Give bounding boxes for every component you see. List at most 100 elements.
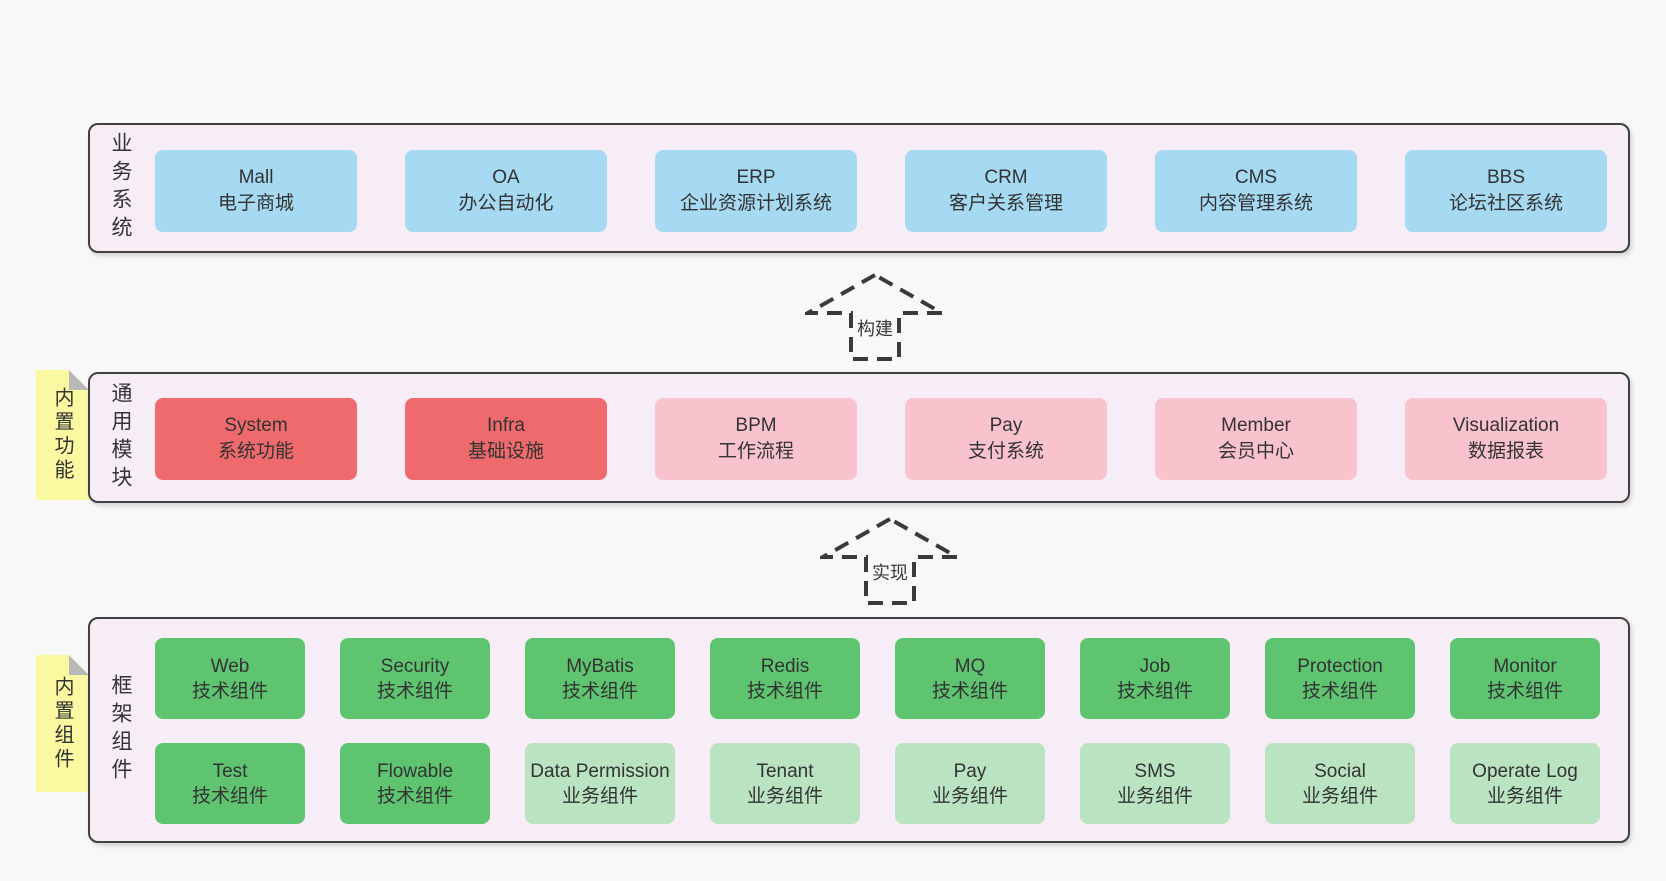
box-subtitle: 技术组件 xyxy=(1486,680,1563,702)
layer-label: 业务系统 xyxy=(109,132,132,244)
box-row: Test 技术组件 Flowable 技术组件 Data Permission … xyxy=(90,743,1628,824)
box-system: System 系统功能 xyxy=(155,398,357,480)
box-title: Web xyxy=(210,655,250,677)
layer-business-systems: 业务系统 Mall 电子商城 OA 办公自动化 ERP 企业资源计划系统 CRM… xyxy=(88,123,1630,253)
layer-label: 通用模块 xyxy=(109,381,132,494)
box-subtitle: 数据报表 xyxy=(1467,441,1544,462)
box-title: Protection xyxy=(1297,655,1383,677)
box-web: Web 技术组件 xyxy=(155,638,305,719)
box-monitor: Monitor 技术组件 xyxy=(1450,638,1600,719)
box-pay-module: Pay 支付系统 xyxy=(905,398,1107,480)
box-title: MyBatis xyxy=(566,655,634,677)
box-title: Test xyxy=(212,760,248,782)
box-title: BBS xyxy=(1486,167,1526,188)
box-subtitle: 技术组件 xyxy=(561,680,638,702)
box-subtitle: 业务组件 xyxy=(1301,785,1378,807)
box-title: Data Permission xyxy=(530,760,670,782)
box-title: SMS xyxy=(1134,760,1176,782)
box-redis: Redis 技术组件 xyxy=(710,638,860,719)
layer-common-modules: 通用模块 System 系统功能 Infra 基础设施 BPM 工作流程 Pay… xyxy=(88,372,1630,503)
box-subtitle: 企业资源计划系统 xyxy=(679,193,832,214)
box-subtitle: 办公自动化 xyxy=(458,193,554,214)
box-subtitle: 技术组件 xyxy=(376,680,453,702)
box-oa: OA 办公自动化 xyxy=(405,150,607,232)
sticky-tab-label: 内置组件 xyxy=(51,675,73,772)
box-title: OA xyxy=(492,167,520,188)
box-erp: ERP 企业资源计划系统 xyxy=(655,150,857,232)
box-title: Operate Log xyxy=(1472,760,1578,782)
box-operate-log: Operate Log 业务组件 xyxy=(1450,743,1600,824)
box-member: Member 会员中心 xyxy=(1155,398,1357,480)
box-title: Redis xyxy=(760,655,810,677)
box-row: Web 技术组件 Security 技术组件 MyBatis 技术组件 Redi… xyxy=(90,638,1628,719)
box-subtitle: 会员中心 xyxy=(1217,441,1294,462)
box-title: Infra xyxy=(486,415,526,436)
box-protection: Protection 技术组件 xyxy=(1265,638,1415,719)
box-bbs: BBS 论坛社区系统 xyxy=(1405,150,1607,232)
box-mall: Mall 电子商城 xyxy=(155,150,357,232)
box-subtitle: 技术组件 xyxy=(191,785,268,807)
box-mybatis: MyBatis 技术组件 xyxy=(525,638,675,719)
box-subtitle: 业务组件 xyxy=(1486,785,1563,807)
box-subtitle: 技术组件 xyxy=(1301,680,1378,702)
box-title: CMS xyxy=(1234,167,1278,188)
box-title: Mall xyxy=(238,167,274,188)
box-cms: CMS 内容管理系统 xyxy=(1155,150,1357,232)
box-subtitle: 技术组件 xyxy=(376,785,453,807)
sticky-tab-built-in-components: 内置组件 xyxy=(36,655,89,792)
build-arrow: 构建 xyxy=(805,273,945,361)
box-subtitle: 论坛社区系统 xyxy=(1448,193,1563,214)
box-subtitle: 系统功能 xyxy=(217,441,294,462)
build-arrow-label: 构建 xyxy=(857,319,893,339)
box-flowable: Flowable 技术组件 xyxy=(340,743,490,824)
box-pay-component: Pay 业务组件 xyxy=(895,743,1045,824)
box-row: System 系统功能 Infra 基础设施 BPM 工作流程 Pay 支付系统… xyxy=(90,398,1628,480)
box-subtitle: 技术组件 xyxy=(931,680,1008,702)
dashed-up-arrow-icon xyxy=(805,273,945,361)
box-subtitle: 电子商城 xyxy=(217,193,294,214)
box-title: Visualization xyxy=(1452,415,1560,436)
box-subtitle: 业务组件 xyxy=(746,785,823,807)
box-title: CRM xyxy=(984,167,1028,188)
box-row: Mall 电子商城 OA 办公自动化 ERP 企业资源计划系统 CRM 客户关系… xyxy=(90,150,1628,232)
box-title: Pay xyxy=(989,415,1023,436)
box-subtitle: 业务组件 xyxy=(561,785,638,807)
box-tenant: Tenant 业务组件 xyxy=(710,743,860,824)
box-subtitle: 技术组件 xyxy=(191,680,268,702)
box-title: Social xyxy=(1314,760,1366,782)
implement-arrow: 实现 xyxy=(820,517,960,605)
box-subtitle: 业务组件 xyxy=(931,785,1008,807)
box-job: Job 技术组件 xyxy=(1080,638,1230,719)
box-subtitle: 技术组件 xyxy=(1116,680,1193,702)
box-subtitle: 支付系统 xyxy=(967,441,1044,462)
implement-arrow-label: 实现 xyxy=(872,563,908,583)
box-infra: Infra 基础设施 xyxy=(405,398,607,480)
box-crm: CRM 客户关系管理 xyxy=(905,150,1107,232)
box-title: Pay xyxy=(953,760,987,782)
box-security: Security 技术组件 xyxy=(340,638,490,719)
box-subtitle: 技术组件 xyxy=(746,680,823,702)
box-social: Social 业务组件 xyxy=(1265,743,1415,824)
box-sms: SMS 业务组件 xyxy=(1080,743,1230,824)
box-mq: MQ 技术组件 xyxy=(895,638,1045,719)
box-data-permission: Data Permission 业务组件 xyxy=(525,743,675,824)
box-title: Tenant xyxy=(756,760,814,782)
box-test: Test 技术组件 xyxy=(155,743,305,824)
box-title: Monitor xyxy=(1493,655,1557,677)
box-subtitle: 基础设施 xyxy=(467,441,544,462)
sticky-tab-built-in-features: 内置功能 xyxy=(36,370,89,500)
box-title: Member xyxy=(1221,415,1291,436)
box-visualization: Visualization 数据报表 xyxy=(1405,398,1607,480)
layer-label: 框架组件 xyxy=(109,674,132,786)
sticky-tab-label: 内置功能 xyxy=(51,387,73,483)
box-subtitle: 客户关系管理 xyxy=(948,193,1063,214)
box-subtitle: 业务组件 xyxy=(1116,785,1193,807)
box-title: ERP xyxy=(736,167,776,188)
layer-framework-components: 框架组件 Web 技术组件 Security 技术组件 MyBatis 技术组件… xyxy=(88,617,1630,843)
box-title: Security xyxy=(380,655,450,677)
box-title: BPM xyxy=(735,415,777,436)
box-subtitle: 内容管理系统 xyxy=(1198,193,1313,214)
box-title: Job xyxy=(1139,655,1171,677)
box-title: System xyxy=(224,415,288,436)
